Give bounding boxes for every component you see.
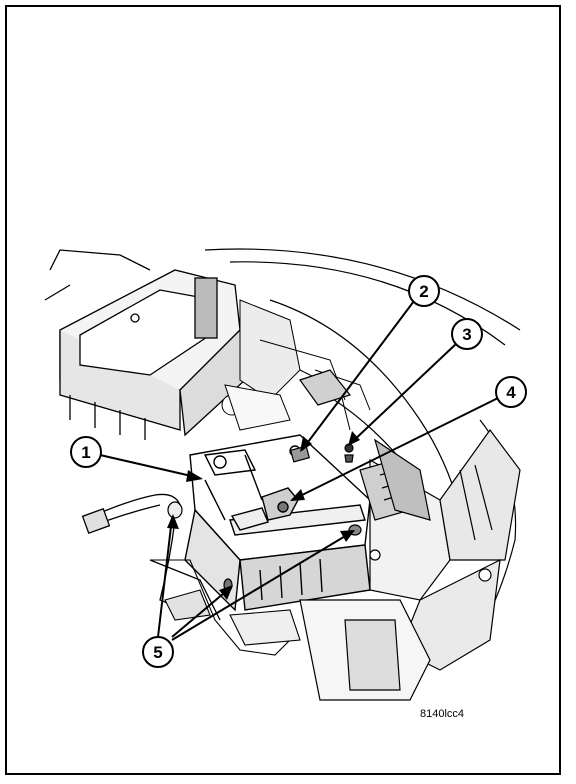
callout-2: 2	[408, 275, 440, 307]
callout-1-label: 1	[81, 443, 90, 462]
power-distribution-center	[44, 249, 246, 440]
leader-arrowheads	[167, 431, 360, 600]
callout-5-label: 5	[153, 643, 162, 662]
battery-cable	[81, 493, 221, 621]
tray-fasteners	[289, 443, 354, 463]
callout-4-label: 4	[506, 383, 516, 402]
callout-2-label: 2	[419, 282, 428, 301]
lower-bracket	[150, 559, 301, 656]
leader-lines	[99, 300, 499, 641]
callout-5: 5	[142, 636, 174, 668]
battery-tray	[184, 434, 371, 612]
hold-down-clamp	[230, 487, 299, 531]
engine-components	[221, 299, 371, 431]
radiator-support	[299, 369, 521, 701]
callout-3: 3	[451, 318, 483, 350]
callout-4: 4	[495, 376, 527, 408]
callout-3-label: 3	[462, 325, 471, 344]
callout-1: 1	[70, 436, 102, 468]
figure-id: 8140lcc4	[420, 708, 465, 720]
